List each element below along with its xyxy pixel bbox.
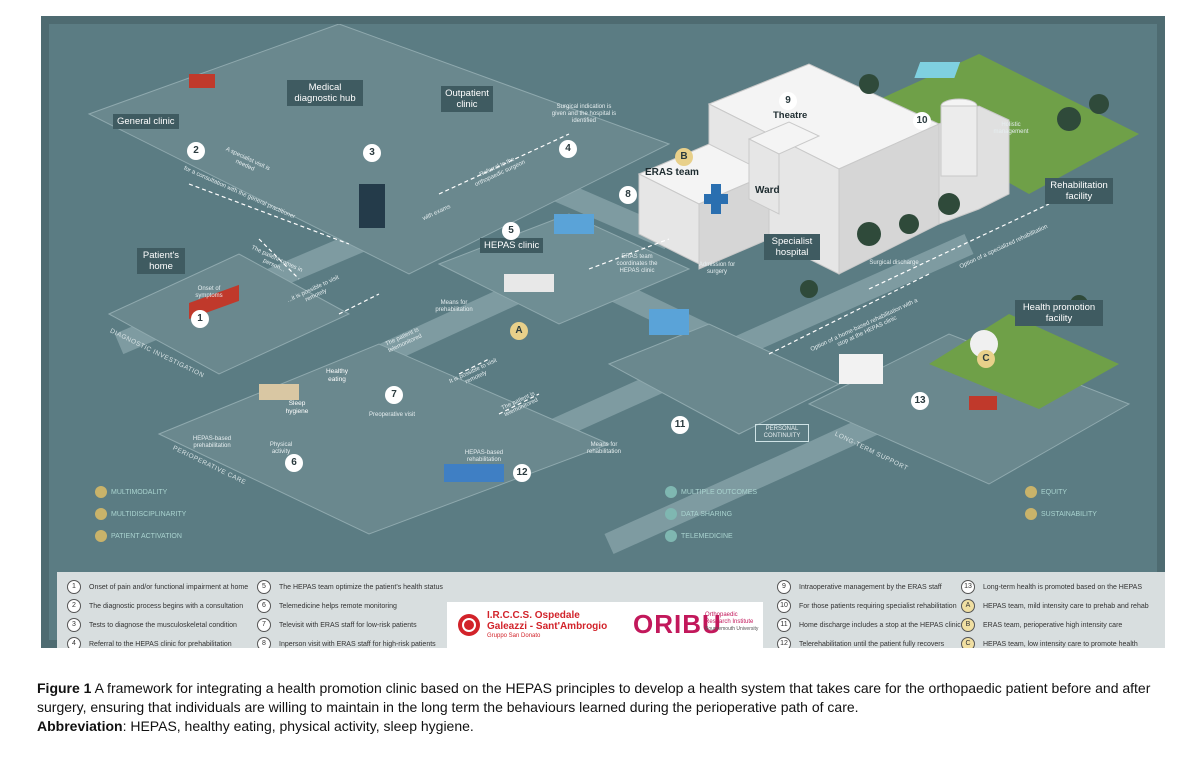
oribu-wordmark: ORIBU: [633, 609, 722, 639]
irccs-name-2: Galeazzi - Sant'Ambrogio: [487, 621, 608, 632]
figure-caption: Figure 1 A framework for integrating a h…: [37, 679, 1177, 736]
oribu-sub-2: Research Institute: [705, 619, 754, 625]
note-eras-coordinates: ERAS team coordinates the HEPAS clinic: [616, 254, 658, 274]
note-means-rehab: Means for rehabilitation: [586, 442, 622, 455]
pathway-arrows: [188, 133, 1050, 415]
marker-c: C: [977, 350, 995, 368]
marker-13: 13: [911, 392, 929, 410]
note-preoperative-visit: Preoperative visit: [368, 412, 416, 418]
principle-equity: EQUITY: [1025, 486, 1067, 498]
marker-9: 9: [779, 92, 797, 110]
note-healthy-eating: Healthy eating: [325, 368, 349, 383]
framework-figure: General clinic Medical diagnostic hub Ou…: [41, 16, 1165, 648]
label-specialist-hospital: Specialist hospital: [764, 234, 820, 260]
marker-a: A: [510, 322, 528, 340]
marker-2: 2: [187, 142, 205, 160]
note-admission: Admission for surgery: [698, 262, 736, 275]
note-sleep-hygiene: Sleep hygiene: [285, 400, 309, 415]
label-rehab-facility: Rehabilitation facility: [1045, 178, 1113, 204]
note-surgical-discharge: Surgical discharge: [869, 260, 919, 266]
label-general-clinic: General clinic: [113, 114, 179, 129]
label-health-promotion: Health promotion facility: [1015, 300, 1103, 326]
label-hepas-clinic: HEPAS clinic: [480, 238, 544, 253]
caption-abbrev-label: Abbreviation: [37, 718, 123, 734]
label-ward: Ward: [755, 185, 780, 196]
principle-multidisciplinarity: MULTIDISCIPLINARITY: [95, 508, 186, 520]
irccs-logo-icon: [458, 614, 480, 636]
marker-5: 5: [502, 222, 520, 240]
label-eras-team: ERAS team: [645, 167, 699, 178]
isometric-board: General clinic Medical diagnostic hub Ou…: [49, 24, 1165, 648]
marker-11: 11: [671, 416, 689, 434]
marker-12: 12: [513, 464, 531, 482]
note-surgical-indication: Surgical indication is given and the hos…: [551, 104, 617, 124]
label-patients-home: Patient's home: [137, 248, 185, 274]
marker-7: 7: [385, 386, 403, 404]
principle-multiple-outcomes: MULTIPLE OUTCOMES: [665, 486, 757, 498]
caption-abbreviation: Abbreviation: HEPAS, healthy eating, phy…: [37, 717, 1177, 736]
label-theatre: Theatre: [773, 110, 808, 121]
label-outpatient-clinic: Outpatient clinic: [441, 86, 493, 112]
principle-sustainability: SUSTAINABILITY: [1025, 508, 1097, 520]
note-onset: Onset of symptoms: [195, 286, 223, 299]
irccs-group: Gruppo San Donato: [487, 633, 541, 639]
irccs-name-1: I.R.C.C.S. Ospedale: [487, 610, 580, 621]
note-hepas-prehab: HEPAS-based prehabilitation: [192, 436, 232, 449]
oribu-sub-3: Bournemouth University: [705, 626, 759, 632]
marker-4: 4: [559, 140, 577, 158]
marker-8: 8: [619, 186, 637, 204]
marker-1: 1: [191, 310, 209, 328]
logos-box: I.R.C.C.S. Ospedale Galeazzi - Sant'Ambr…: [447, 602, 763, 648]
note-personal-continuity: PERSONAL CONTINUITY: [755, 424, 809, 442]
caption-main: Figure 1 A framework for integrating a h…: [37, 679, 1177, 717]
principle-multimodality: MULTIMODALITY: [95, 486, 167, 498]
marker-10: 10: [913, 112, 931, 130]
note-means-prehab: Means for prehabilitation: [435, 300, 473, 313]
note-holistic: Holistic management: [993, 122, 1029, 135]
scene-furniture: [189, 74, 998, 482]
home-platform: [107, 253, 351, 375]
oribu-sub-1: Orthopaedic: [705, 612, 738, 618]
marker-6: 6: [285, 454, 303, 472]
note-physical-activity: Physical activity: [269, 442, 293, 455]
marker-3: 3: [363, 144, 381, 162]
label-medical-hub: Medical diagnostic hub: [287, 80, 363, 106]
caption-figure-label: Figure 1: [37, 680, 92, 696]
note-hepas-rehab: HEPAS-based rehabilitation: [464, 450, 504, 463]
principle-telemedicine: TELEMEDICINE: [665, 530, 733, 542]
caption-abbrev-text: : HEPAS, healthy eating, physical activi…: [122, 718, 474, 734]
caption-figure-text: A framework for integrating a health pro…: [37, 680, 1151, 715]
marker-b: B: [675, 148, 693, 166]
rehab-home-platform: [607, 323, 841, 435]
principle-data-sharing: DATA SHARING: [665, 508, 732, 520]
pool: [914, 62, 961, 78]
principle-patient-activation: PATIENT ACTIVATION: [95, 530, 182, 542]
